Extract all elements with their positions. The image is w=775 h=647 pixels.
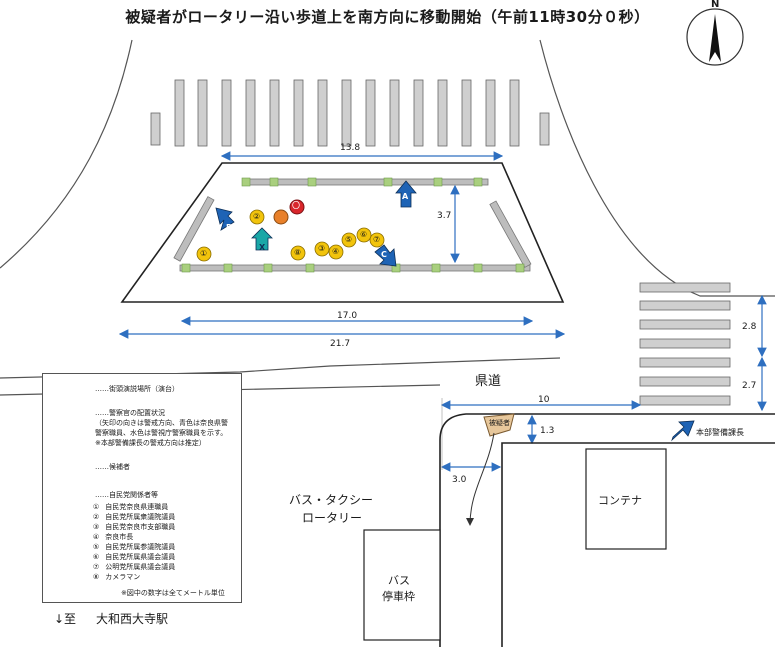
member-2-label: ② xyxy=(253,212,261,221)
officer-a-label: A xyxy=(402,192,409,201)
member-3-label: ③ xyxy=(318,244,326,253)
station-name: 大和西大寺駅 xyxy=(96,612,169,626)
candidate-marker xyxy=(273,209,289,225)
legend-speech-label: ……街頭演説場所（演台） xyxy=(95,385,179,393)
dim-inner-width: 17.0 xyxy=(337,311,358,321)
legend-police-note1: （矢印の向きは警戒方向、青色は奈良県警 xyxy=(95,419,228,427)
station-arrow: ↓至 xyxy=(54,612,77,626)
legend-member: ③ 自民党奈良市支部職員 xyxy=(92,523,176,531)
dimension-lines xyxy=(118,151,767,472)
member-7-label: ⑦ xyxy=(373,235,381,244)
legend-member: ⑧ カメラマン xyxy=(92,573,141,581)
bus-taxi-label-2: ロータリー xyxy=(302,511,363,525)
dim-crosswalk-b: 2.7 xyxy=(742,381,757,391)
crosswalk-top xyxy=(150,79,550,147)
legend-party-label: ……自民党関係者等 xyxy=(95,491,158,499)
member-8-label: ⑧ xyxy=(294,248,302,257)
legend-member: ⑥ 自民党所属県議会議員 xyxy=(92,553,176,561)
dim-crosswalk-a: 2.8 xyxy=(742,322,757,332)
member-4-label: ④ xyxy=(332,247,340,256)
dim-depth: 3.7 xyxy=(437,211,452,221)
legend-member: ① 自民党奈良県連職員 xyxy=(92,503,169,511)
legend-member: ⑦ 公明党所属県議会議員 xyxy=(92,563,176,571)
dim-outer-width: 21.7 xyxy=(330,339,351,349)
bus-stop-label-1: バス xyxy=(388,574,410,587)
speech-spot-label: 〇 xyxy=(292,201,300,210)
legend-box: ……街頭演説場所（演台） ……警察官の配置状況 （矢印の向きは警戒方向、青色は奈… xyxy=(42,373,242,603)
legend-police-note3: ※本部警備課長の警戒方向は推定） xyxy=(95,439,206,447)
fence-posts xyxy=(181,177,525,273)
member-5-label: ⑤ xyxy=(345,235,353,244)
member-1-label: ① xyxy=(200,249,208,258)
bus-taxi-label-1: バス・タクシー xyxy=(289,493,374,507)
legend-police-note2: 警察職員、水色は警視庁警察職員を示す。 xyxy=(95,429,228,437)
bus-stop-label-2: 停車枠 xyxy=(382,590,415,603)
guard-fences xyxy=(173,178,532,272)
north-arrow-icon xyxy=(686,8,744,66)
legend-member: ④ 奈良市長 xyxy=(92,533,134,541)
diagram-title: 被疑者がロータリー沿い歩道上を南方向に移動開始（午前11時30分０秒） xyxy=(125,8,650,26)
suspect-label: 被疑者 xyxy=(489,419,510,427)
container-block xyxy=(585,448,667,550)
bus-stop-box xyxy=(363,529,441,641)
suspect-path xyxy=(466,432,495,526)
suspect-marker xyxy=(483,413,515,437)
officer-x-label: X xyxy=(259,243,266,252)
member-6-label: ⑥ xyxy=(360,230,368,239)
police-markers xyxy=(215,180,695,442)
party-members xyxy=(196,209,385,262)
officer-c-label: C xyxy=(381,250,387,259)
dim-sidewalk-gap: 1.3 xyxy=(540,426,555,436)
legend-member: ⑤ 自民党所属参議院議員 xyxy=(92,543,176,551)
officer-b-label: B xyxy=(226,223,233,232)
compass-label: N xyxy=(711,0,720,10)
dim-top-width: 13.8 xyxy=(340,143,361,153)
legend-member: ② 自民党所属衆議院議員 xyxy=(92,513,176,521)
legend-police-label: ……警察官の配置状況 xyxy=(95,409,165,417)
dim-road-to-suspect: 10 xyxy=(538,395,550,405)
legend-candidate-label: ……候補者 xyxy=(95,463,130,471)
prefectural-road-label: 県道 xyxy=(475,374,502,389)
legend-note: ※図中の数字は全てメートル単位 xyxy=(121,589,225,597)
speech-spot-marker xyxy=(289,199,305,215)
chief-label: 本部警備課長 xyxy=(696,428,744,437)
container-label: コンテナ xyxy=(598,494,642,507)
dim-lane-width: 3.0 xyxy=(452,475,467,485)
crosswalk-right xyxy=(639,282,731,406)
sidewalk-corner xyxy=(439,413,775,647)
